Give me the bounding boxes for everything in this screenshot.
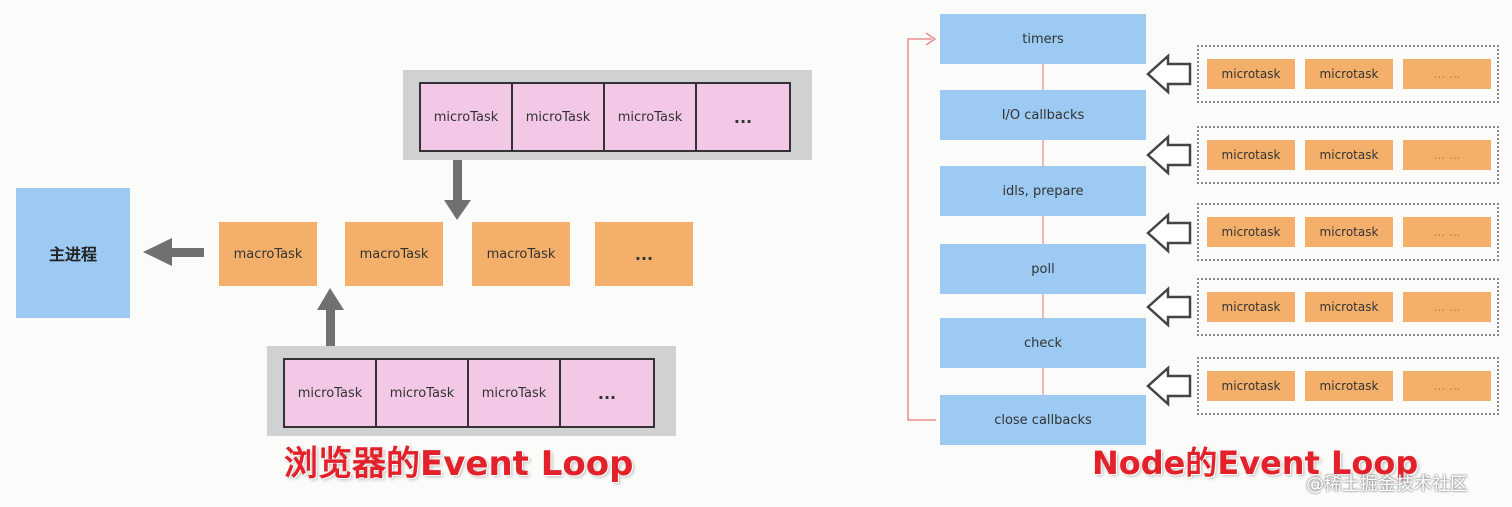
microtask-cell: microTask: [513, 84, 605, 150]
microtask-cell: microTask: [377, 360, 469, 426]
node-loop-arrow: [907, 32, 937, 421]
microtask-cell: microTask: [285, 360, 377, 426]
phase-label: poll: [1031, 261, 1055, 277]
top-microtask-queue: microTask microTask microTask ...: [419, 82, 791, 152]
bottom-microtask-queue: microTask microTask microTask ...: [283, 358, 655, 428]
hollow-arrows: [1146, 53, 1192, 407]
microtask-cell: microTask: [421, 84, 513, 150]
microtask-box-ellipsis: ... ...: [1403, 371, 1491, 401]
microtask-box: microtask: [1305, 217, 1393, 247]
microtask-box: microtask: [1207, 292, 1295, 322]
macro-task-1: macroTask: [219, 222, 317, 286]
phase-label: timers: [1022, 31, 1064, 47]
arrow-to-main-process: [143, 238, 204, 266]
microtask-box-ellipsis: ... ...: [1403, 140, 1491, 170]
phase-label: I/O callbacks: [1001, 107, 1085, 123]
bottom-microtask-queue-frame: microTask microTask microTask ...: [267, 346, 676, 436]
microtask-box: microtask: [1305, 59, 1393, 89]
phase-close-callbacks: close callbacks: [940, 395, 1146, 445]
macro-task-label: ...: [634, 244, 654, 264]
microtask-cell: microTask: [605, 84, 697, 150]
microtask-box: microtask: [1207, 371, 1295, 401]
macro-task-3: macroTask: [472, 222, 570, 286]
macro-task-ellipsis: ...: [595, 222, 693, 286]
phase-check: check: [940, 318, 1146, 368]
microtask-box: microtask: [1305, 371, 1393, 401]
node-event-loop-title: Node的Event Loop: [1092, 444, 1419, 482]
microtask-box: microtask: [1207, 217, 1295, 247]
phase-label: check: [1023, 335, 1063, 351]
macro-task-2: macroTask: [345, 222, 443, 286]
macro-task-label: macroTask: [486, 246, 556, 262]
microtask-box-ellipsis: ... ...: [1403, 217, 1491, 247]
microtask-box: microtask: [1305, 292, 1393, 322]
microtask-cell-ellipsis: ...: [733, 107, 753, 127]
microtask-box: microtask: [1305, 140, 1393, 170]
phase-label: close callbacks: [994, 412, 1092, 428]
macro-task-label: macroTask: [233, 246, 303, 262]
microtask-cell: microTask: [469, 360, 561, 426]
microtask-box-ellipsis: ... ...: [1403, 59, 1491, 89]
main-process-label: 主进程: [48, 245, 97, 264]
microtask-box: microtask: [1207, 140, 1295, 170]
microtask-row-2: microtask microtask ... ...: [1197, 126, 1499, 184]
arrow-bottom-queue-up: [317, 288, 344, 348]
arrow-top-queue-down: [444, 160, 471, 220]
phase-idle-prepare: idls, prepare: [940, 166, 1146, 216]
browser-event-loop-title: 浏览器的Event Loop: [284, 444, 634, 484]
microtask-box: microtask: [1207, 59, 1295, 89]
main-process-box: 主进程: [16, 188, 130, 318]
macro-task-label: macroTask: [359, 246, 429, 262]
phase-timers: timers: [940, 14, 1146, 64]
watermark: @稀土掘金技术社区: [1306, 474, 1468, 495]
top-microtask-queue-frame: microTask microTask microTask ...: [403, 70, 812, 160]
microtask-row-3: microtask microtask ... ...: [1197, 203, 1499, 261]
phase-label: idls, prepare: [1002, 183, 1084, 199]
microtask-cell-ellipsis: ...: [597, 383, 617, 403]
phase-poll: poll: [940, 244, 1146, 294]
microtask-row-4: microtask microtask ... ...: [1197, 278, 1499, 336]
phase-io-callbacks: I/O callbacks: [940, 90, 1146, 140]
microtask-row-5: microtask microtask ... ...: [1197, 357, 1499, 415]
microtask-row-1: microtask microtask ... ...: [1197, 45, 1499, 103]
microtask-box-ellipsis: ... ...: [1403, 292, 1491, 322]
